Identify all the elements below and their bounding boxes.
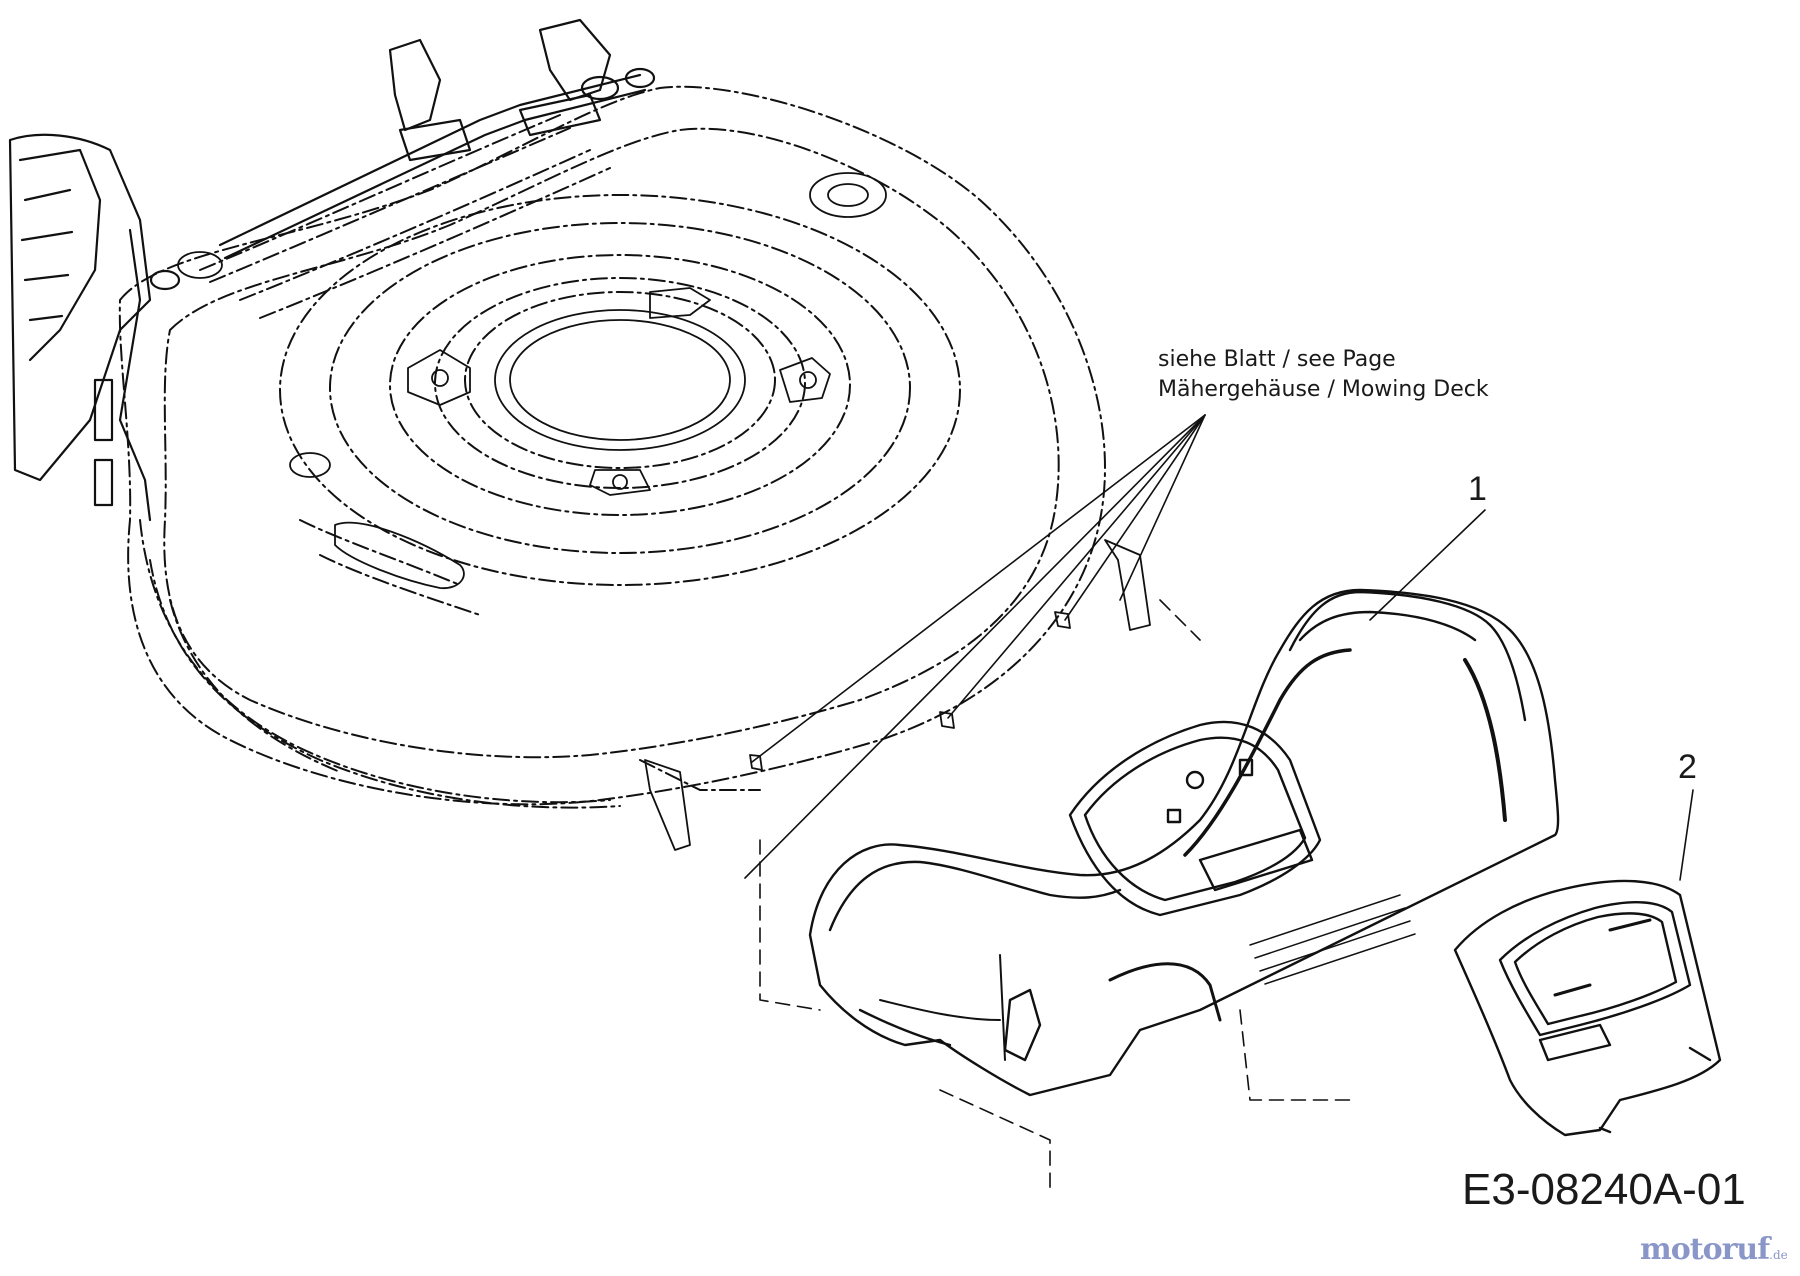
watermark-tld: .de — [1769, 1248, 1788, 1262]
deck-solid-details — [177, 172, 1151, 851]
watermark-logo: motoruf.de — [1640, 1232, 1788, 1267]
reference-note-line-1: siehe Blatt / see Page — [1158, 347, 1396, 372]
reference-note-line-2: Mähergehäuse / Mowing Deck — [1158, 377, 1489, 402]
callout-1: 1 — [1468, 470, 1487, 508]
drawing-number: E3-08240A-01 — [1462, 1165, 1746, 1214]
assembly-guide-lines — [759, 599, 1351, 1196]
part-1-rear-cover — [808, 588, 1560, 1097]
part-2-cover-insert — [1453, 879, 1722, 1137]
callout-2: 2 — [1678, 748, 1697, 786]
leader-lines — [744, 414, 1694, 881]
rear-axle-bracket — [8, 18, 656, 522]
watermark-name: motoruf — [1640, 1232, 1770, 1267]
mowing-deck-phantom — [118, 85, 1106, 809]
reference-note: siehe Blatt / see Page Mähergehäuse / Mo… — [1158, 345, 1489, 405]
